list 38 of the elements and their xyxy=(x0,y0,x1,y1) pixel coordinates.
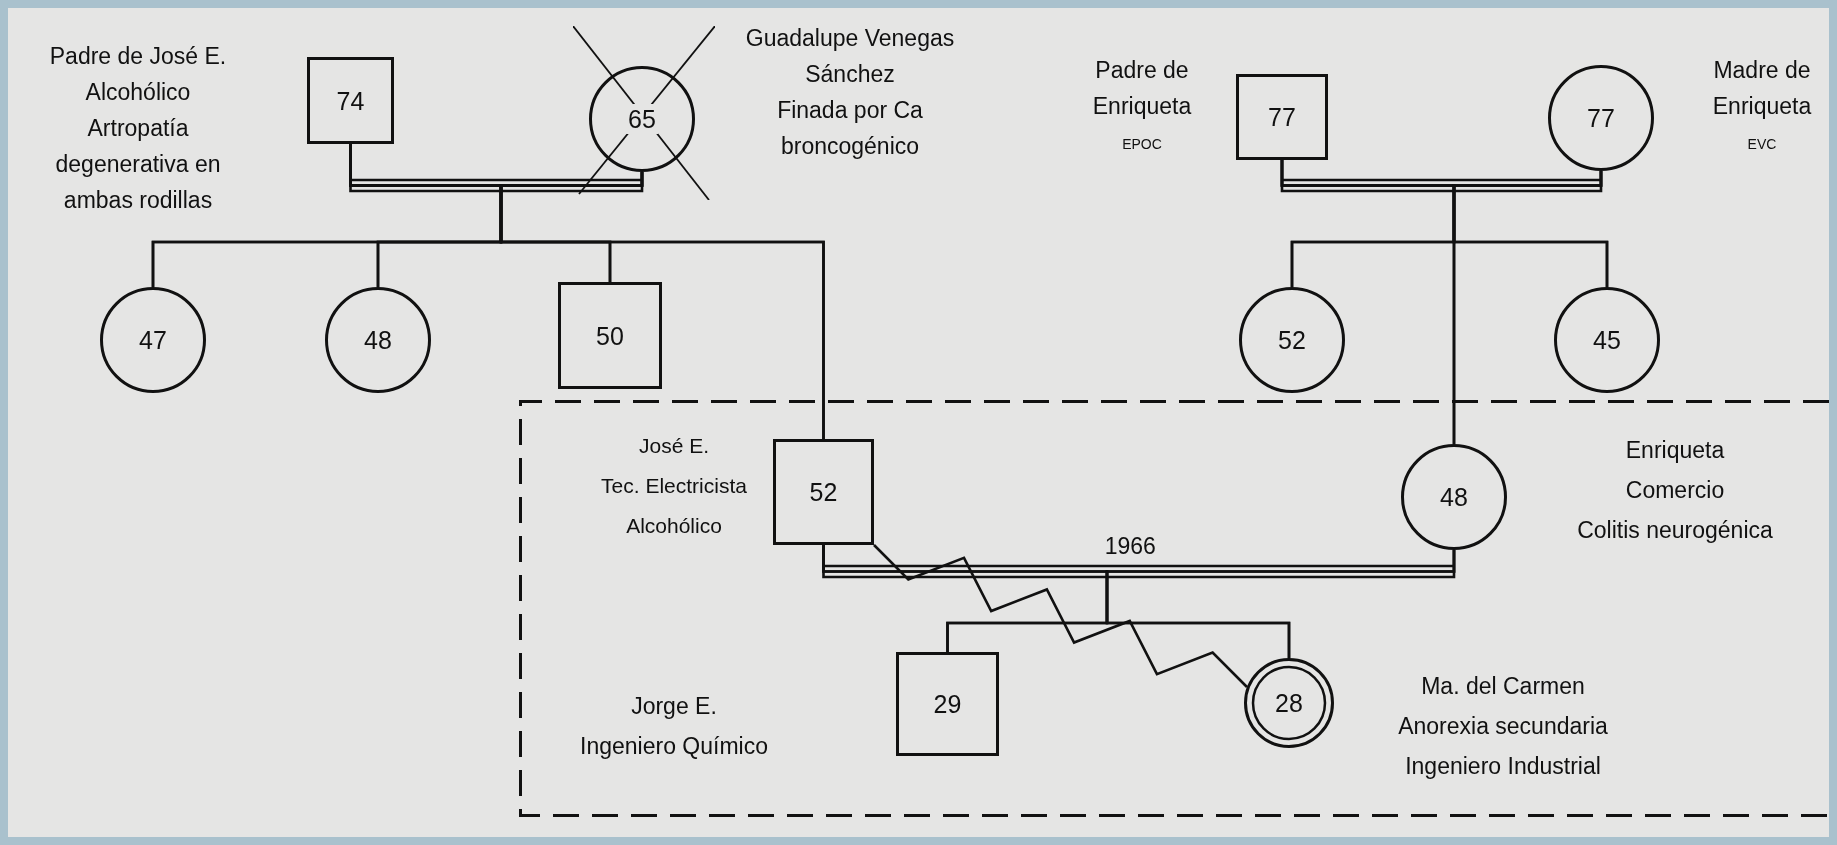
person-annotation: Ingeniero Industrial xyxy=(1404,752,1602,781)
person-annotation: Jorge E. xyxy=(630,692,718,721)
edge-label: 1966 xyxy=(1104,532,1156,560)
person-annotation: Alcohólico xyxy=(84,78,192,107)
person-annotation: Enriqueta xyxy=(1624,436,1726,465)
relationship-line xyxy=(499,172,825,439)
age-label: 52 xyxy=(809,477,838,507)
person-annotation: Alcohólico xyxy=(625,513,723,539)
relationship-line xyxy=(1452,171,1603,444)
person-annotation: Ingeniero Químico xyxy=(579,732,769,761)
person-annotation: Anorexia secundaria xyxy=(1397,712,1609,741)
age-label: 47 xyxy=(139,325,167,355)
relationship-line xyxy=(873,544,1248,688)
person-annotation: Colitis neurogénica xyxy=(1576,516,1774,545)
person-annotation: Tec. Electricista xyxy=(600,473,748,499)
age-label: 77 xyxy=(1268,102,1296,132)
age-label: 45 xyxy=(1593,325,1621,355)
person-annotation: Padre de Enriqueta xyxy=(1091,56,1193,121)
age-label: 52 xyxy=(1278,325,1306,355)
age-label: 29 xyxy=(933,689,962,719)
age-label: 50 xyxy=(596,320,624,351)
person-annotation: Madre de Enriqueta xyxy=(1711,56,1813,121)
age-label: 74 xyxy=(336,85,365,116)
person-annotation: Finada por Ca broncogénico xyxy=(776,96,924,161)
age-label: 28 xyxy=(1275,688,1303,718)
person-annotation: Comercio xyxy=(1624,476,1726,505)
age-label: 65 xyxy=(626,104,658,134)
age-label: 77 xyxy=(1587,103,1615,133)
person-annotation: Guadalupe Venegas Sánchez xyxy=(744,24,956,89)
person-annotation: Artropatía degenerativa en ambas rodillas xyxy=(54,114,222,215)
person-annotation: José E. xyxy=(637,433,710,459)
person-annotation: EPOC xyxy=(1121,135,1163,154)
person-annotation: Padre de José E. xyxy=(48,42,228,71)
relationship-line xyxy=(1105,550,1456,658)
age-label: 48 xyxy=(1440,482,1468,512)
person-annotation: Ma. del Carmen xyxy=(1420,672,1586,701)
person-annotation: EVC xyxy=(1746,135,1778,154)
age-label: 48 xyxy=(364,325,392,355)
